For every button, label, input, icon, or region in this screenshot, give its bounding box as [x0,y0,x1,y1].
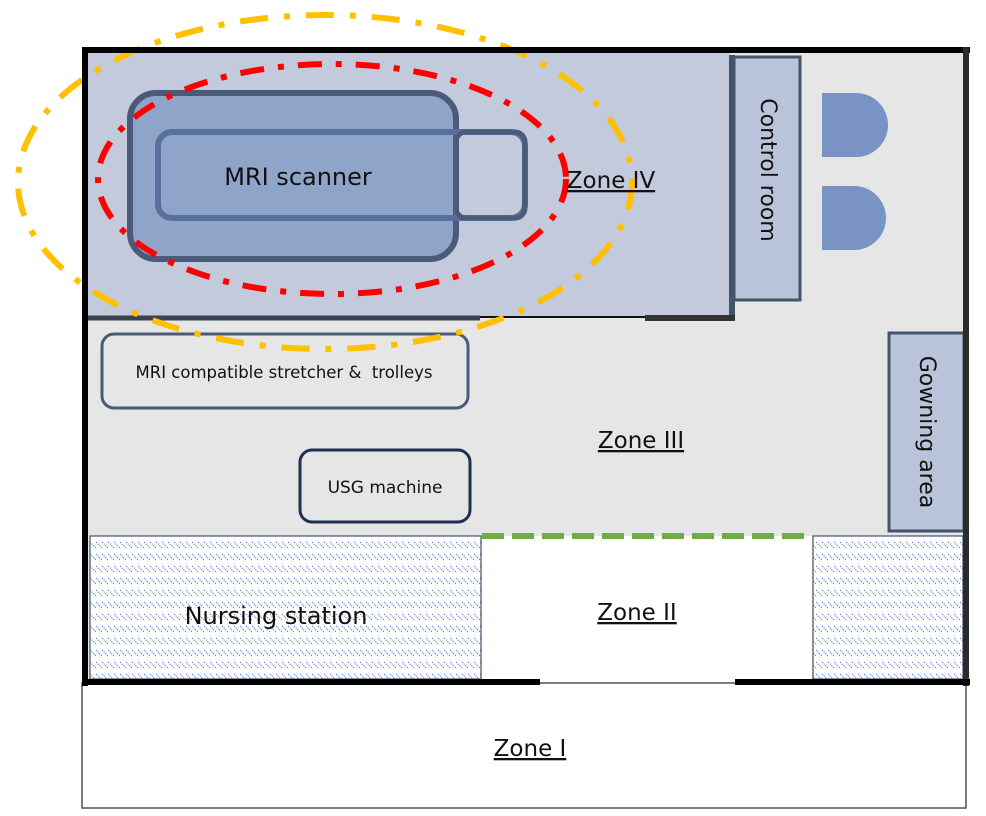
chair-icon [822,186,886,250]
stretcher-trolleys[interactable] [100,332,470,410]
zone-2-area [482,536,812,682]
nursing-station[interactable] [89,535,482,680]
mri-scanner-table-end [453,129,528,221]
zone-1-area [81,682,967,809]
zone-2-label: Zone II [597,600,676,626]
outer-field-boundary [15,12,635,352]
zone-3-label: Zone III [598,428,684,454]
zone-4-label: Zone IV [567,168,656,194]
zone-1-label: Zone I [494,736,567,762]
gowning-area-label: Gowning area [914,356,939,509]
usg-machine-label: USG machine [328,478,443,498]
inner-field-boundary [95,61,569,297]
chair-icon [822,93,888,157]
nursing-station-label: Nursing station [185,602,368,630]
usg-machine[interactable] [298,448,472,524]
gowning-area[interactable] [887,331,966,533]
control-room[interactable] [732,55,802,302]
control-room-label: Control room [755,98,780,241]
hatched-storage-area [812,535,964,680]
stretcher-label: MRI compatible stretcher & trolleys [136,363,433,382]
mri-scanner-label: MRI scanner [224,163,372,191]
